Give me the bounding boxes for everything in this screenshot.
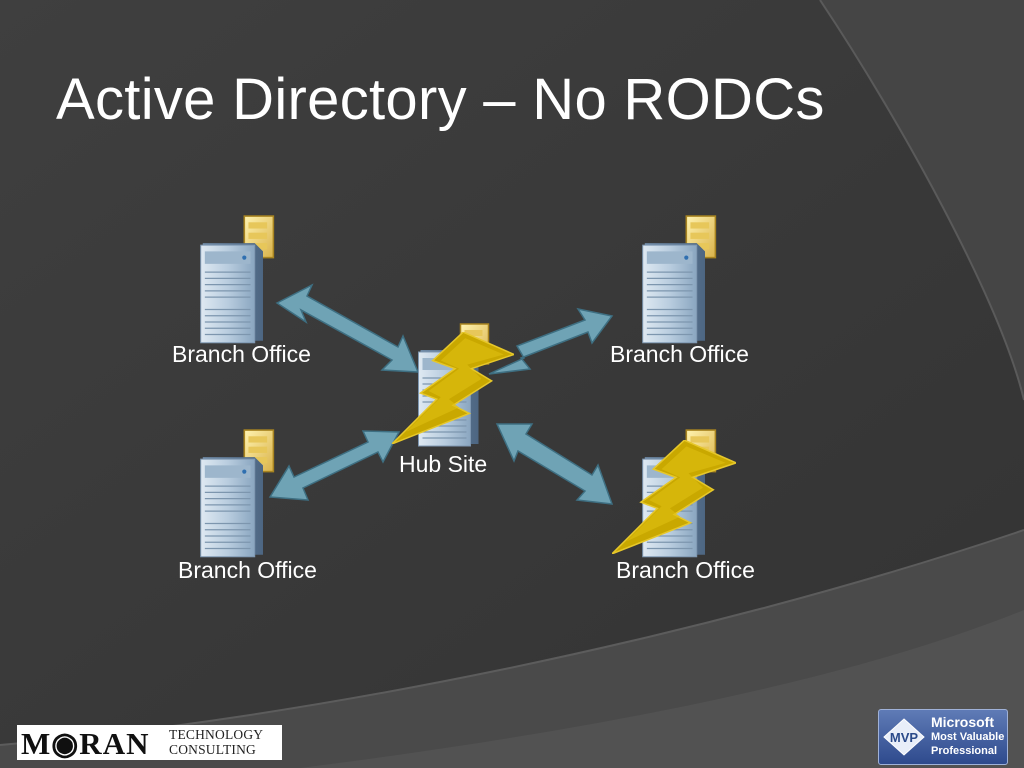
arrow-hub-bottom-right bbox=[495, 423, 614, 505]
arrow-hub-top-right bbox=[488, 307, 614, 375]
server-icon-branch-top-right bbox=[641, 215, 717, 344]
microsoft-mvp-logo: MVP Microsoft Most Valuable Professional bbox=[878, 709, 1008, 765]
moran-logo-line2: CONSULTING bbox=[169, 742, 257, 757]
moran-logo: M◉RAN TECHNOLOGY CONSULTING bbox=[17, 725, 282, 761]
mvp-logo-line2: Most Valuable bbox=[931, 731, 1005, 743]
node-label-branch-top-right: Branch Office bbox=[610, 341, 749, 367]
moran-logo-wordmark: M◉RAN bbox=[21, 726, 150, 761]
mvp-diamond-icon: MVP bbox=[883, 718, 925, 756]
node-label-branch-bottom-left: Branch Office bbox=[178, 557, 317, 583]
node-label-hub: Hub Site bbox=[399, 451, 488, 477]
mvp-logo-line1: Microsoft bbox=[931, 714, 994, 730]
moran-logo-line1: TECHNOLOGY bbox=[169, 727, 264, 742]
node-label-branch-top-left: Branch Office bbox=[172, 341, 311, 367]
arrow-hub-bottom-left bbox=[268, 430, 401, 501]
slide-title: Active Directory – No RODCs bbox=[56, 67, 825, 132]
node-label-branch-bottom-right: Branch Office bbox=[616, 557, 755, 583]
server-icon-branch-bottom-left bbox=[199, 429, 275, 558]
mvp-logo-line3: Professional bbox=[931, 745, 998, 757]
server-icon-branch-top-left bbox=[199, 215, 275, 344]
mvp-badge-text: MVP bbox=[890, 730, 919, 745]
